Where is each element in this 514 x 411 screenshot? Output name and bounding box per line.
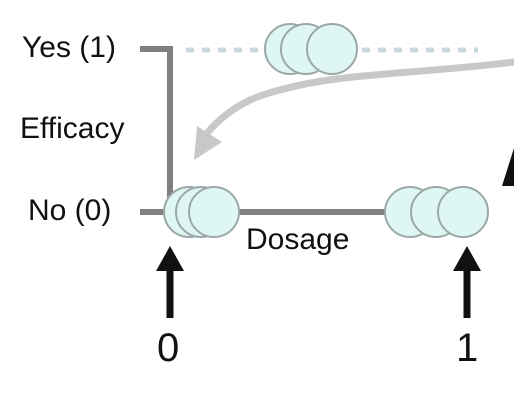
low-dose-sample-cluster-icon bbox=[163, 186, 240, 238]
curved-arrow-icon bbox=[204, 58, 514, 136]
no-label: No (0) bbox=[28, 194, 112, 227]
y-axis-label: Efficacy bbox=[20, 112, 125, 145]
up-arrow-icon-right bbox=[453, 246, 481, 318]
yes-label: Yes (1) bbox=[22, 31, 116, 64]
curved-arrow-head bbox=[194, 126, 222, 160]
edge-arrow-head bbox=[502, 148, 514, 186]
yes-sample-cluster-icon bbox=[264, 23, 358, 75]
tick-label-one: 1 bbox=[456, 326, 479, 370]
tick-label-zero: 0 bbox=[157, 326, 180, 370]
y-axis-line bbox=[140, 46, 173, 212]
high-dose-sample-cluster-icon bbox=[384, 186, 489, 238]
x-axis-label: Dosage bbox=[246, 223, 350, 256]
up-arrow-icon-left bbox=[156, 246, 184, 318]
